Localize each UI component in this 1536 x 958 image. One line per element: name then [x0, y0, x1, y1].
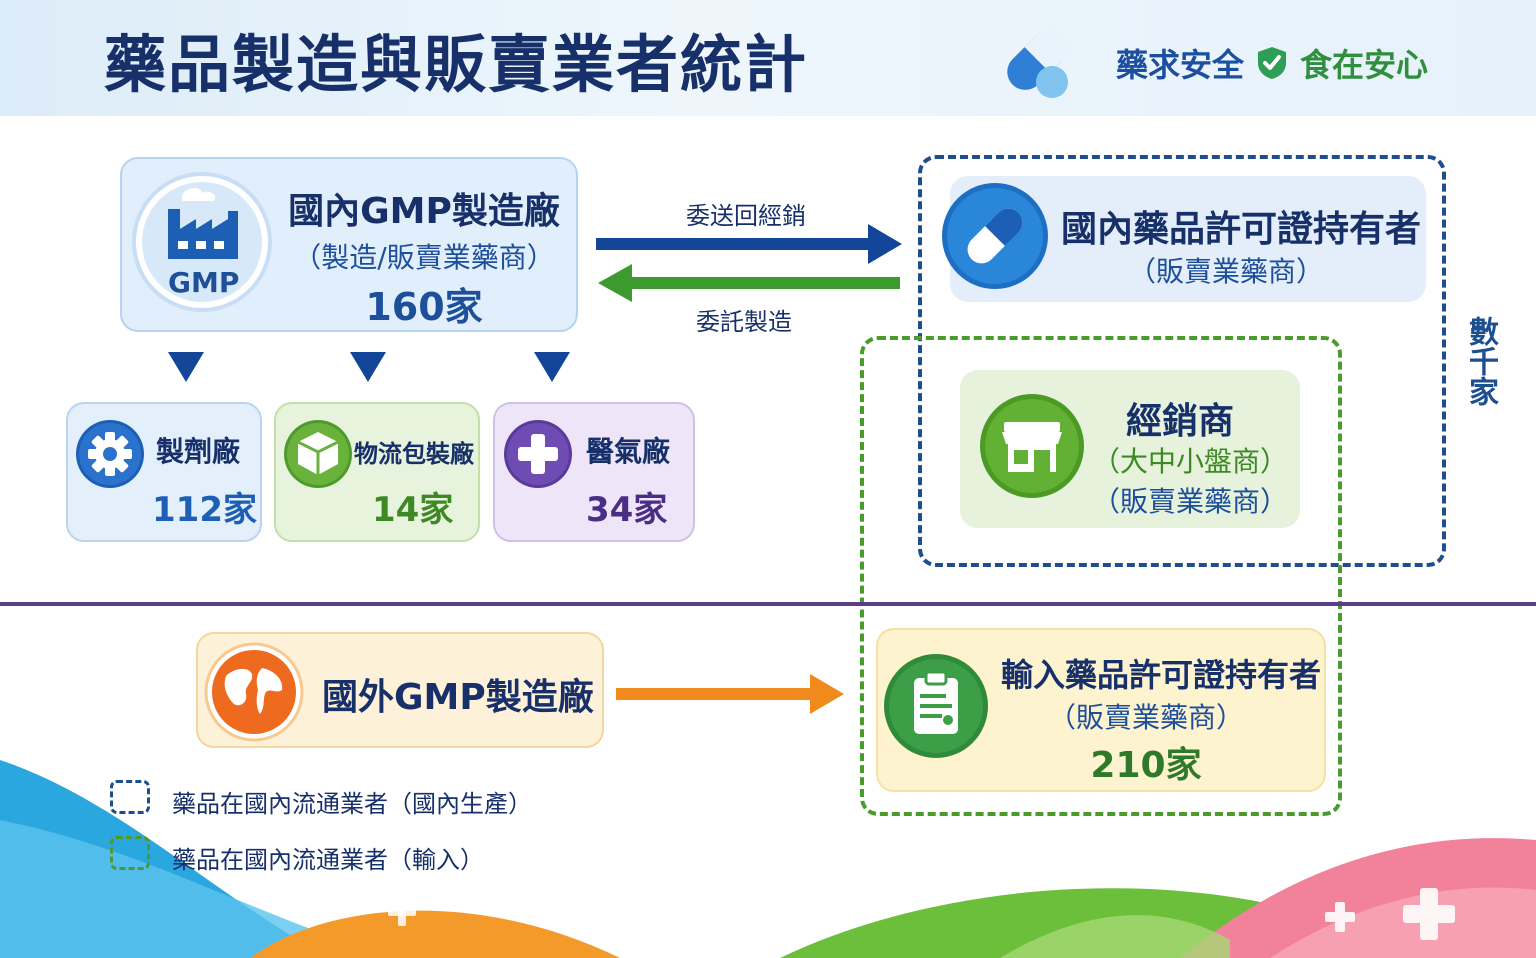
decorative-crosses	[1325, 888, 1455, 940]
back-arrow-label: 委託製造	[696, 308, 792, 336]
globe-icon	[204, 642, 304, 742]
legend-text-domestic: 藥品在國內流通業者（國內生產）	[172, 790, 532, 818]
domestic-gmp-subtitle: （製造/販賣業藥商）	[293, 241, 555, 274]
pill-icon	[942, 183, 1048, 289]
section-divider	[0, 602, 1536, 606]
down-arrow-1	[168, 352, 204, 382]
distributor-line1: （大中小盤商）	[1091, 445, 1288, 478]
legend-text-import: 藥品在國內流通業者（輸入）	[172, 846, 484, 874]
gmp-icon-label: GMP	[168, 266, 240, 299]
down-arrow-3	[534, 352, 570, 382]
factory-icon	[132, 172, 272, 312]
page-title: 藥品製造與販賣業者統計	[104, 28, 809, 101]
down-arrow-2	[350, 352, 386, 382]
sub-factory-3-count: 34家	[586, 490, 668, 530]
clipboard-icon	[884, 654, 988, 758]
sub-factory-1-name: 製劑廠	[156, 435, 241, 468]
distributor-name: 經銷商	[1125, 401, 1234, 442]
slogan-left: 藥求安全	[1116, 46, 1245, 84]
back-arrow	[598, 264, 900, 302]
sub-factory-3-name: 醫氣廠	[586, 435, 671, 468]
shield-check-icon	[1258, 47, 1287, 79]
gear-icon	[76, 420, 144, 488]
import-holder-count: 210家	[1090, 745, 1202, 786]
domestic-gmp-count: 160家	[365, 285, 483, 329]
domestic-gmp-name: 國內GMP製造廠	[288, 191, 560, 232]
import-arrow	[616, 674, 844, 714]
capsule-icon	[1007, 22, 1075, 98]
legend-swatch-import	[110, 836, 150, 870]
license-holder-subtitle: （販賣業藥商）	[1127, 255, 1324, 288]
slogan: 藥求安全 食在安心	[1116, 40, 1428, 86]
foreign-gmp-name: 國外GMP製造廠	[322, 677, 594, 718]
sub-factory-2-count: 14家	[372, 490, 454, 530]
import-holder-name: 輸入藥品許可證持有者	[1000, 656, 1321, 694]
slogan-right: 食在安心	[1300, 46, 1429, 84]
store-icon	[980, 394, 1084, 498]
license-holder-name: 國內藥品許可證持有者	[1060, 209, 1421, 250]
domestic-flow-region	[918, 155, 1446, 567]
plus-icon	[504, 420, 572, 488]
forward-arrow	[596, 224, 902, 264]
sub-factory-2-name: 物流包裝廠	[354, 440, 474, 468]
forward-arrow-label: 委送回經銷	[686, 202, 806, 230]
sub-factory-1-count: 112家	[152, 490, 257, 530]
decorative-cross-left	[388, 898, 416, 926]
side-count-label: 數千家	[1463, 316, 1498, 406]
distributor-line2: （販賣業藥商）	[1091, 485, 1288, 518]
import-flow-region	[860, 336, 1342, 816]
legend-swatch-domestic	[110, 780, 150, 814]
import-holder-subtitle: （販賣業藥商）	[1047, 701, 1244, 734]
box-icon	[284, 420, 352, 488]
